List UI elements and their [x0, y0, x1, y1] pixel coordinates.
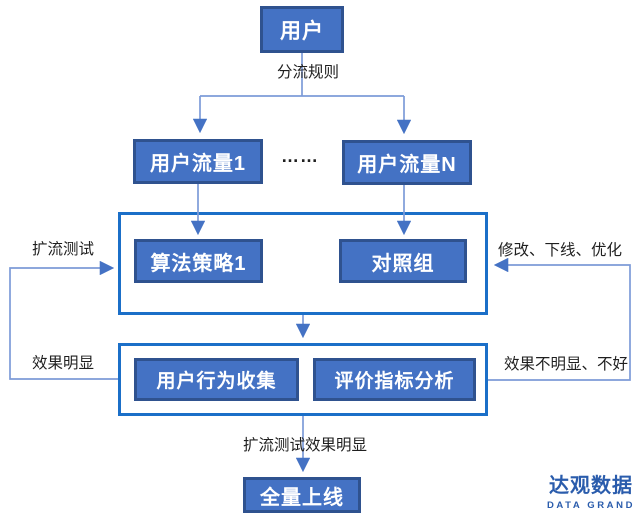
analysis-group-box: [118, 343, 488, 416]
node-control-group: 对照组: [339, 239, 467, 283]
logo-name: 达观数据: [549, 475, 633, 497]
node-traffic-1: 用户流量1: [133, 139, 263, 184]
label-modify-offline-optimize: 修改、下线、优化: [497, 242, 623, 259]
label-effect-obvious: 效果明显: [31, 355, 95, 372]
loop-left-expand-test: [9, 260, 118, 380]
label-split-rule: 分流规则: [276, 64, 340, 81]
label-effect-not-obvious: 效果不明显、不好: [503, 356, 629, 373]
logo-subtitle: DATA GRAND: [546, 500, 636, 511]
node-user: 用户: [260, 6, 344, 53]
node-behavior-collection: 用户行为收集: [134, 358, 299, 401]
node-strategy-1: 算法策略1: [134, 239, 263, 283]
node-traffic-n: 用户流量N: [342, 140, 472, 185]
label-expand-test: 扩流测试: [31, 241, 95, 258]
experiment-group-box: [118, 212, 488, 315]
ellipsis-label: ……: [281, 146, 319, 166]
node-metric-analysis: 评价指标分析: [313, 358, 476, 401]
node-full-launch: 全量上线: [243, 477, 361, 513]
loop-right-modify: [488, 257, 631, 381]
datagrand-logo: 达观数据 DATA GRAND: [545, 474, 637, 511]
label-expand-test-effect: 扩流测试效果明显: [242, 437, 368, 454]
